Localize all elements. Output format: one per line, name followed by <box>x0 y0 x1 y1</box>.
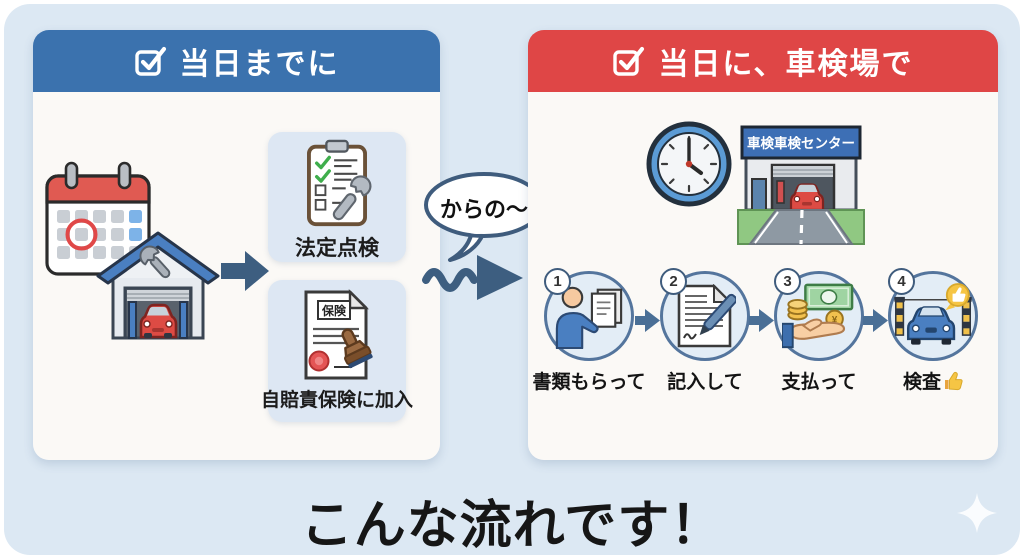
thumbs-up-icon <box>945 371 963 390</box>
open-hand-icon <box>782 318 846 349</box>
step-label: 検査 <box>902 372 941 393</box>
insurance-doc-label: 保険 <box>321 303 347 318</box>
sparkle-icon <box>957 493 997 533</box>
checkbox-check-icon <box>134 46 166 76</box>
flowbox-label: 法定点検 <box>295 237 379 260</box>
pen-icon <box>699 293 736 336</box>
wrench-icon <box>332 175 372 221</box>
step-number-badge: 1 <box>544 268 571 295</box>
calendar-marked-date-circle <box>65 218 98 251</box>
step-number-badge: 3 <box>774 268 801 295</box>
flowbox-compulsory-insurance: 保険 自賠責保険に加入 <box>261 280 413 422</box>
calendar-icon <box>45 161 151 276</box>
step-arrow-icon <box>863 309 888 332</box>
step-label: 書類もらって <box>532 372 646 393</box>
hazard-post-icon <box>894 296 905 336</box>
speech-bubble <box>424 172 544 262</box>
step-fill-in: 2 記入して <box>650 268 760 394</box>
step-pay: 3 ¥ 支払って <box>764 268 874 394</box>
step-number-badge: 2 <box>660 268 687 295</box>
speech-bubble-label: からの〜 <box>439 197 528 222</box>
wavy-right-arrow-icon <box>422 255 523 300</box>
car-inspection-gate-icon <box>894 283 972 345</box>
checkbox-check-icon <box>613 46 645 76</box>
right-panel-title: 当日に、車検場で <box>658 48 914 81</box>
right-block-arrow-icon <box>221 251 269 291</box>
inspection-center-building-icon: 車検車検センター <box>737 125 865 245</box>
red-car-icon <box>139 303 178 339</box>
building-sign-label: 車検車検センター <box>747 135 855 151</box>
step-number-badge: 4 <box>888 268 915 295</box>
step-get-documents: 1 書類もらって <box>532 268 646 394</box>
clock-icon <box>646 121 732 207</box>
thumbs-up-badge-icon <box>945 283 970 311</box>
blue-car-icon <box>906 306 956 345</box>
money-payment-icon: ¥ <box>782 283 854 349</box>
panel-inspection-day: 当日に、車検場で <box>528 30 998 460</box>
insurance-document-icon: 保険 <box>304 289 373 380</box>
wrench-icon <box>139 245 171 279</box>
person-receiving-documents-icon <box>555 286 623 349</box>
garage-icon <box>96 231 220 340</box>
flowbox-label: 自賠責保険に加入 <box>261 390 414 411</box>
step-label: 支払って <box>781 372 857 393</box>
step-arrow-icon <box>635 309 660 332</box>
svg-text:¥: ¥ <box>832 315 838 326</box>
inspection-checklist-icon <box>307 139 372 227</box>
stamp-icon <box>341 328 373 369</box>
coin-stack-icon <box>787 298 808 321</box>
left-panel-header: 当日までに <box>33 30 440 92</box>
red-car-icon <box>789 183 825 212</box>
step-inspection: 4 <box>878 268 988 394</box>
step-label: 記入して <box>667 372 743 393</box>
flowbox-statutory-inspection: 法定点検 <box>268 132 406 262</box>
footer-title: こんな流れです！ <box>300 497 724 555</box>
left-panel-title: 当日までに <box>179 48 340 81</box>
step-arrow-icon <box>749 309 774 332</box>
step-circle <box>660 271 750 361</box>
right-panel-header: 当日に、車検場で <box>528 30 998 92</box>
form-and-pen-icon <box>677 284 736 348</box>
